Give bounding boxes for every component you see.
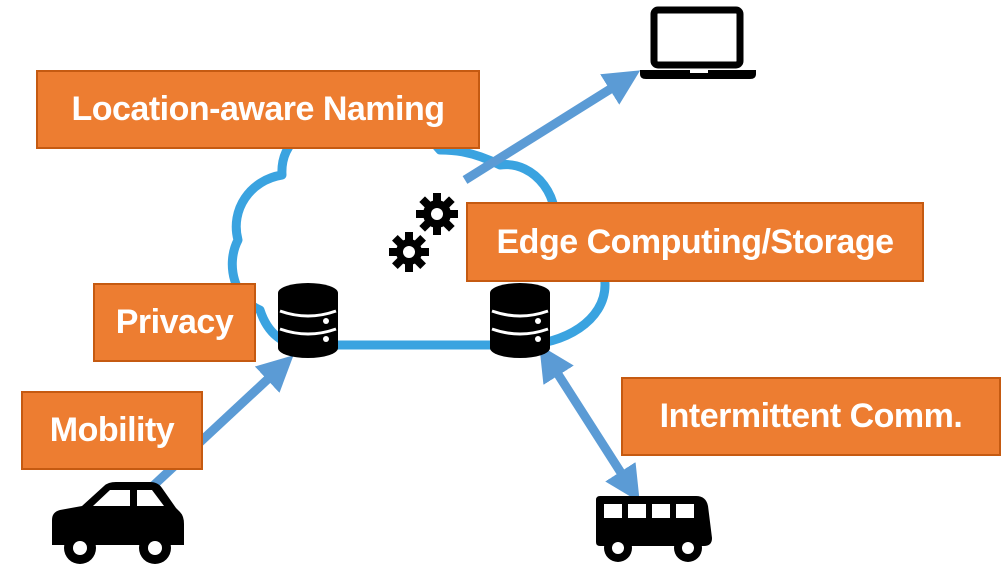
database-icon — [490, 283, 550, 358]
bus-icon — [596, 496, 712, 562]
label-edge-computing-storage: Edge Computing/Storage — [466, 202, 924, 282]
database-icon — [278, 283, 338, 358]
label-mobility: Mobility — [21, 391, 203, 470]
car-icon — [52, 482, 184, 564]
label-intermittent-comm: Intermittent Comm. — [621, 377, 1001, 456]
gears-icon — [389, 193, 458, 272]
arrow-car-to-cloud — [136, 355, 294, 502]
laptop-icon — [640, 6, 756, 79]
arrow-to-laptop — [462, 70, 641, 184]
label-location-aware-naming: Location-aware Naming — [36, 70, 480, 149]
arrow-bus-cloud-bidirectional — [539, 344, 640, 503]
label-privacy: Privacy — [93, 283, 256, 362]
